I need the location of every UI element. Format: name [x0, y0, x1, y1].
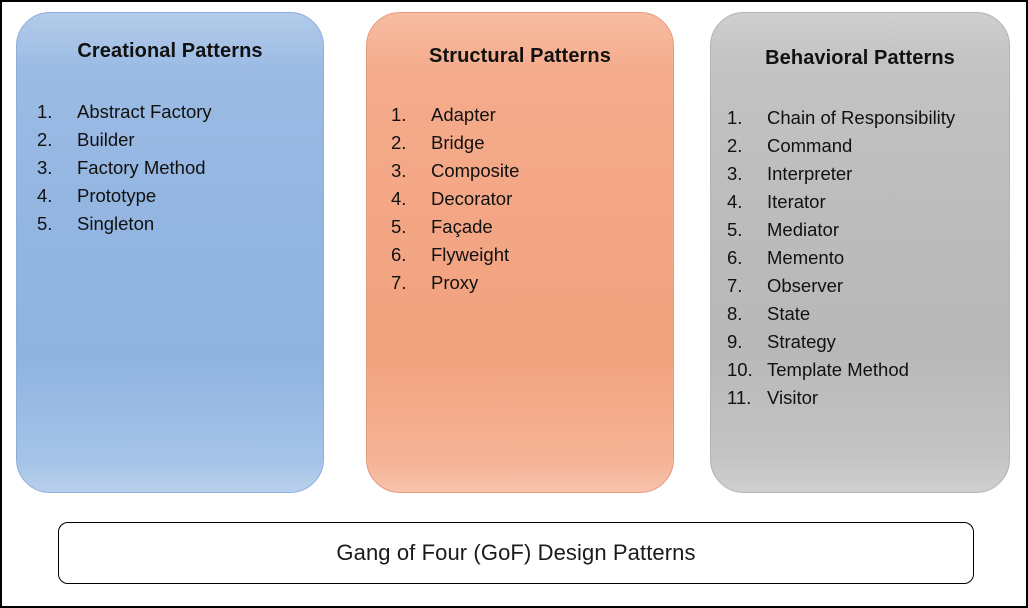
list-item-number: 10.: [727, 359, 753, 380]
card-creational-patterns: Creational Patterns 1. Abstract Factory …: [16, 12, 324, 493]
pattern-list-creational: 1. Abstract Factory 2. Builder 3. Factor…: [37, 101, 315, 241]
list-item: 10. Template Method: [727, 359, 1001, 387]
list-item-number: 8.: [727, 303, 743, 324]
list-item-number: 3.: [391, 160, 407, 181]
list-item-label: Mediator: [767, 219, 839, 240]
list-item-label: Bridge: [431, 132, 485, 153]
list-item-label: Observer: [767, 275, 844, 296]
list-item: 4. Decorator: [391, 188, 665, 216]
list-item-number: 6.: [391, 244, 407, 265]
list-item: 5. Façade: [391, 216, 665, 244]
pattern-list-behavioral: 1. Chain of Responsibility 2. Command 3.…: [727, 107, 1001, 415]
list-item-number: 7.: [391, 272, 407, 293]
list-item-label: Builder: [77, 129, 135, 150]
list-item: 11. Visitor: [727, 387, 1001, 415]
list-item-label: Strategy: [767, 331, 836, 352]
list-item-number: 9.: [727, 331, 743, 352]
list-item-number: 2.: [391, 132, 407, 153]
list-item: 8. State: [727, 303, 1001, 331]
list-item-label: Interpreter: [767, 163, 853, 184]
list-item-label: Iterator: [767, 191, 826, 212]
list-item-label: Memento: [767, 247, 845, 268]
list-item-number: 1.: [37, 101, 53, 122]
list-item: 4. Iterator: [727, 191, 1001, 219]
list-item-label: Proxy: [431, 272, 479, 293]
list-item-label: Chain of Responsibility: [767, 107, 956, 128]
list-item-number: 11.: [727, 387, 752, 408]
list-item: 1. Adapter: [391, 104, 665, 132]
list-item-label: Prototype: [77, 185, 157, 206]
card-title-structural: Structural Patterns: [429, 45, 611, 67]
list-item-label: Flyweight: [431, 244, 510, 265]
list-item-label: Composite: [431, 160, 520, 181]
list-item-number: 6.: [727, 247, 743, 268]
list-item-label: State: [767, 303, 811, 324]
list-item-number: 5.: [391, 216, 407, 237]
list-item-number: 3.: [37, 157, 53, 178]
list-item-number: 4.: [391, 188, 407, 209]
list-item-label: Adapter: [431, 104, 496, 125]
list-item: 9. Strategy: [727, 331, 1001, 359]
list-item-label: Command: [767, 135, 853, 156]
list-item-number: 5.: [37, 213, 53, 234]
list-item-number: 4.: [37, 185, 53, 206]
list-item: 6. Memento: [727, 247, 1001, 275]
list-item-number: 4.: [727, 191, 743, 212]
list-item-number: 2.: [727, 135, 743, 156]
list-item-label: Factory Method: [77, 157, 206, 178]
list-item: 5. Mediator: [727, 219, 1001, 247]
card-structural-patterns: Structural Patterns 1. Adapter 2. Bridge…: [366, 12, 674, 493]
list-item: 3. Interpreter: [727, 163, 1001, 191]
list-item: 5. Singleton: [37, 213, 315, 241]
list-item-number: 5.: [727, 219, 743, 240]
list-item-number: 1.: [391, 104, 407, 125]
list-item: 1. Abstract Factory: [37, 101, 315, 129]
list-item: 7. Observer: [727, 275, 1001, 303]
list-item-label: Visitor: [767, 387, 819, 408]
list-item: 2. Command: [727, 135, 1001, 163]
list-item-label: Template Method: [767, 359, 909, 380]
list-item-label: Decorator: [431, 188, 513, 209]
pattern-list-structural: 1. Adapter 2. Bridge 3. Composite 4. Dec…: [391, 104, 665, 300]
list-item-label: Façade: [431, 216, 493, 237]
list-item: 2. Bridge: [391, 132, 665, 160]
list-item: 3. Factory Method: [37, 157, 315, 185]
list-item-number: 1.: [727, 107, 743, 128]
list-item: 4. Prototype: [37, 185, 315, 213]
summary-banner-label: Gang of Four (GoF) Design Patterns: [336, 540, 696, 565]
list-item-number: 7.: [727, 275, 743, 296]
list-item: 7. Proxy: [391, 272, 665, 300]
card-title-behavioral: Behavioral Patterns: [765, 47, 955, 69]
list-item: 2. Builder: [37, 129, 315, 157]
card-behavioral-patterns: Behavioral Patterns 1. Chain of Responsi…: [710, 12, 1010, 493]
list-item-number: 2.: [37, 129, 53, 150]
card-title-creational: Creational Patterns: [77, 40, 263, 62]
summary-banner: Gang of Four (GoF) Design Patterns: [58, 522, 974, 584]
list-item: 1. Chain of Responsibility: [727, 107, 1001, 135]
list-item-label: Singleton: [77, 213, 155, 234]
list-item-label: Abstract Factory: [77, 101, 212, 122]
list-item: 6. Flyweight: [391, 244, 665, 272]
list-item-number: 3.: [727, 163, 743, 184]
list-item: 3. Composite: [391, 160, 665, 188]
